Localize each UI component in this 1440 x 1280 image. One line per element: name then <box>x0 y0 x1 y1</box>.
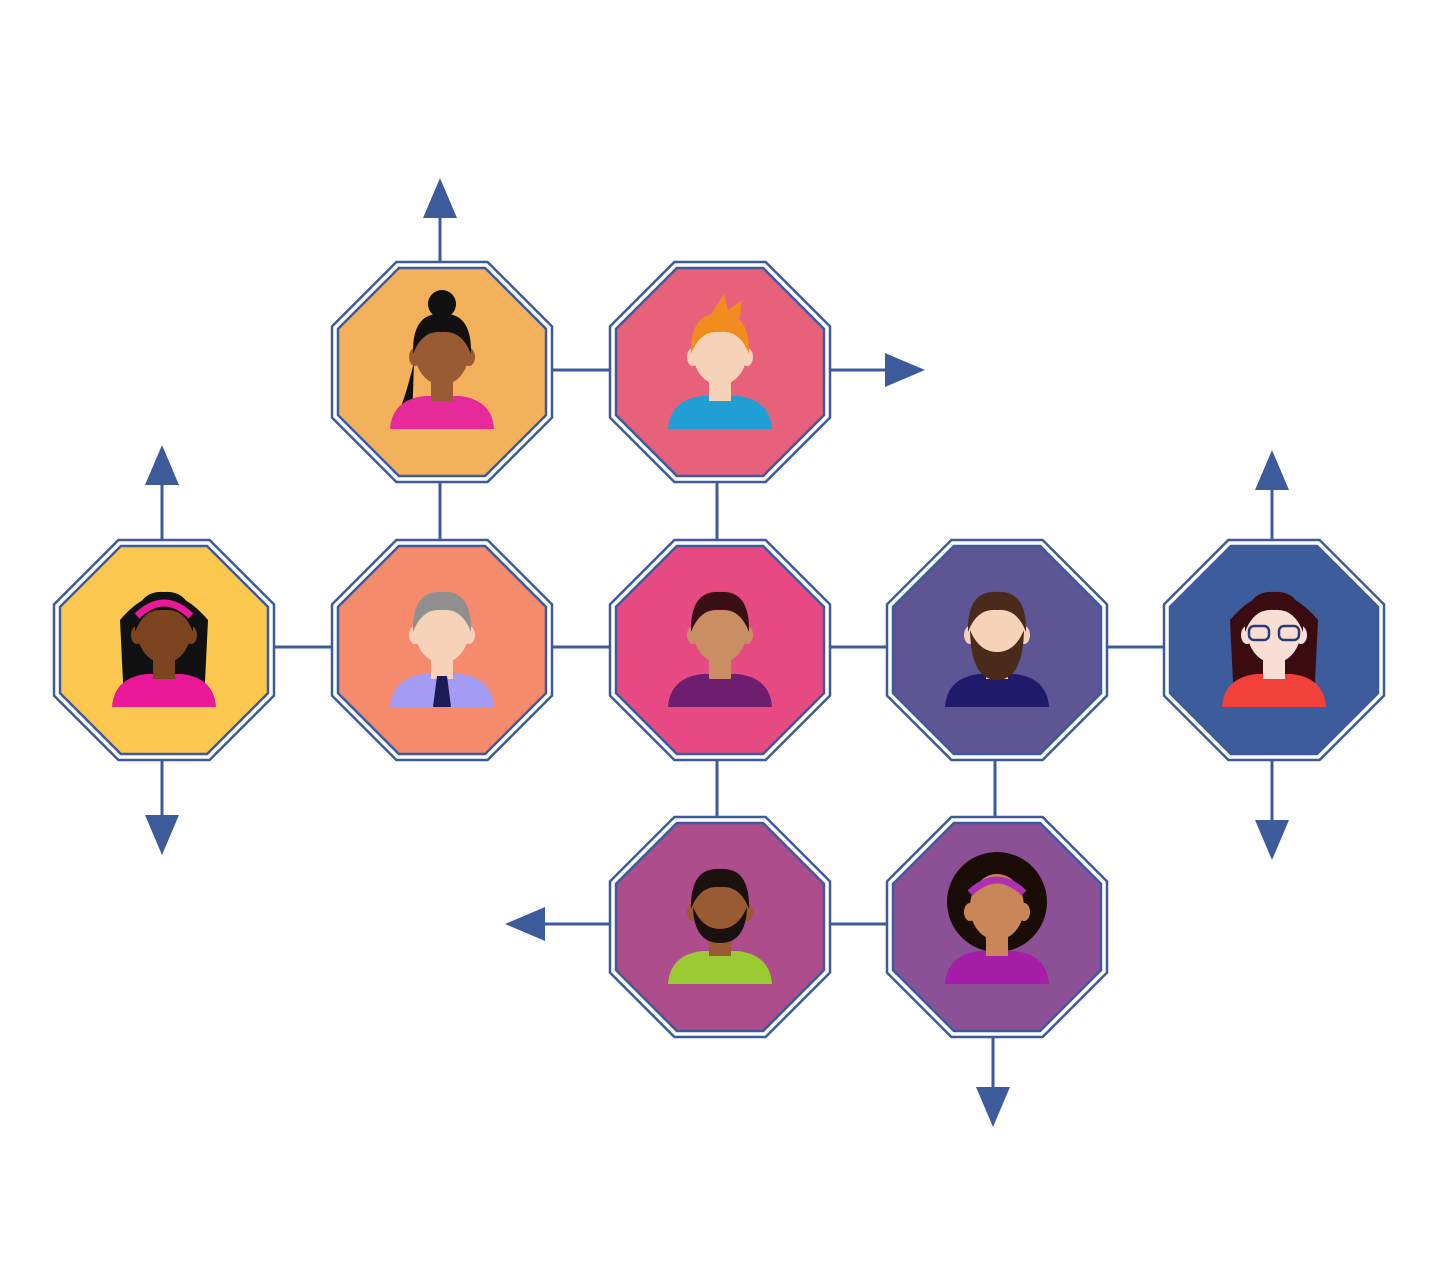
arrow <box>976 1035 1010 1127</box>
avatar-icon <box>668 868 772 984</box>
shirt <box>945 951 1049 984</box>
arrow-head-icon <box>145 815 179 855</box>
arrow <box>1255 755 1289 860</box>
avatar-icon <box>390 591 494 707</box>
shirt <box>112 674 216 707</box>
hair <box>412 591 472 632</box>
tie <box>433 676 451 707</box>
hair <box>690 868 750 909</box>
shirt <box>945 674 1049 707</box>
hair <box>412 313 472 354</box>
arrow <box>825 353 925 387</box>
person-node-mid-far-left <box>52 538 276 762</box>
person-node-center <box>608 538 832 762</box>
person-node-bottom-right <box>885 815 1109 1039</box>
avatar-icon <box>1222 591 1326 707</box>
face <box>415 319 469 385</box>
avatar-icon <box>668 591 772 707</box>
person-node-top-left <box>330 260 554 484</box>
headband <box>967 876 1027 896</box>
hair-spike <box>710 294 742 318</box>
person-node-mid-far-right <box>1162 538 1386 762</box>
hair <box>1244 591 1304 632</box>
face <box>693 874 747 940</box>
person-node-mid-left <box>330 538 554 762</box>
glasses-icon <box>1247 624 1271 642</box>
arrow-head-icon <box>1255 450 1289 490</box>
beard <box>970 630 1024 680</box>
arrow-head-icon <box>145 445 179 485</box>
avatar-icon <box>945 591 1049 707</box>
shirt <box>1222 674 1326 707</box>
person-node-bottom-left <box>608 815 832 1039</box>
shirt <box>390 396 494 429</box>
arrow-head-icon <box>976 1087 1010 1127</box>
face <box>693 319 747 385</box>
face <box>970 597 1024 663</box>
hair <box>134 591 194 632</box>
hair <box>690 313 750 354</box>
avatar-icon <box>945 852 1049 984</box>
hair-bun <box>428 290 456 318</box>
person-node-top-right <box>608 260 832 484</box>
arrow <box>423 178 457 265</box>
hair <box>967 591 1027 632</box>
hair <box>690 591 750 632</box>
face <box>415 597 469 663</box>
shirt <box>668 674 772 707</box>
shirt <box>668 951 772 984</box>
avatar-icon <box>112 591 216 707</box>
face <box>970 874 1024 940</box>
arrow <box>1255 450 1289 545</box>
person-node-mid-right <box>885 538 1109 762</box>
headband <box>134 599 194 619</box>
arrow <box>145 755 179 855</box>
arrow-head-icon <box>505 907 545 941</box>
arrow-head-icon <box>423 178 457 218</box>
arrow <box>505 907 612 941</box>
avatar-icon <box>668 294 772 429</box>
avatar-icon <box>390 290 494 429</box>
face <box>693 597 747 663</box>
glasses-icon <box>1277 624 1301 642</box>
shirt <box>668 396 772 429</box>
arrow-head-icon <box>885 353 925 387</box>
face <box>137 597 191 663</box>
arrow-head-icon <box>1255 820 1289 860</box>
face <box>1247 597 1301 663</box>
arrow <box>145 445 179 545</box>
beard <box>693 907 747 943</box>
